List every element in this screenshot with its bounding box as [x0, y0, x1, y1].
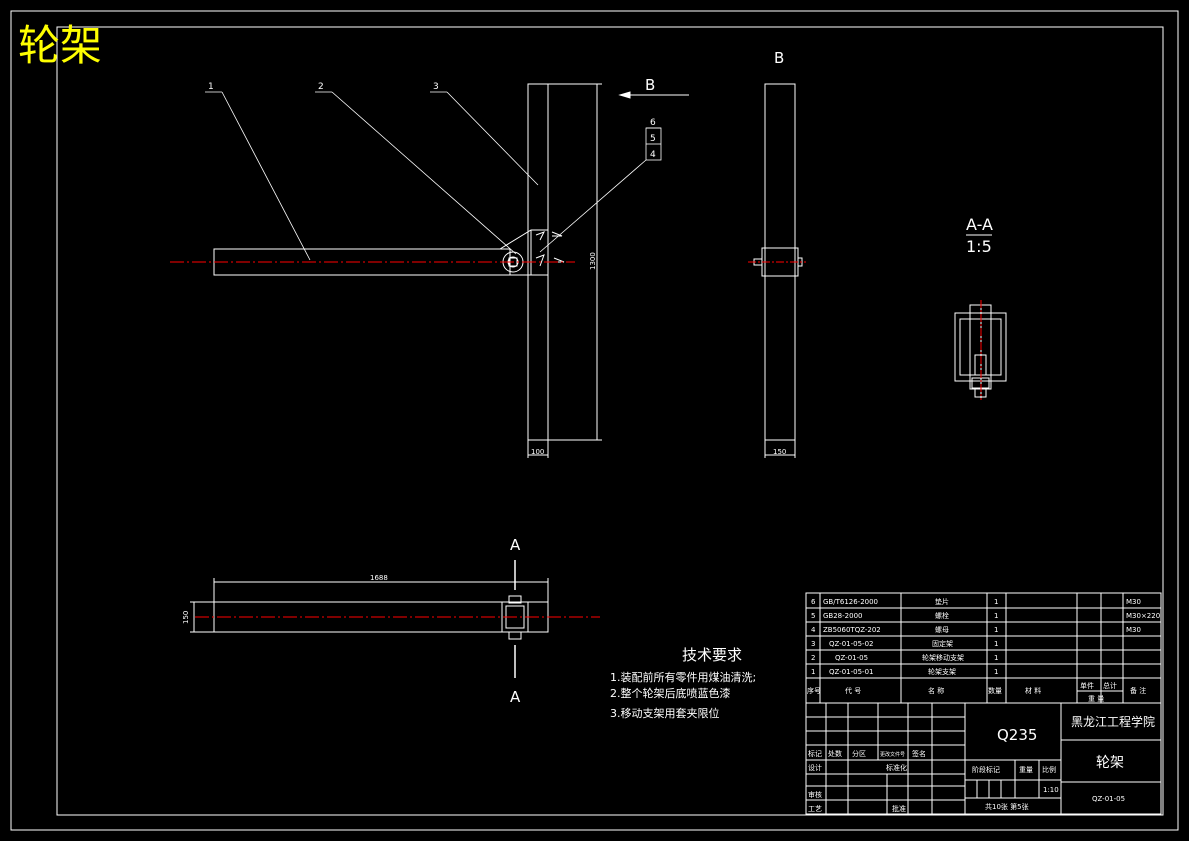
callout-6: 6 — [650, 118, 656, 128]
part-row-no: 5 — [811, 612, 815, 620]
title-drawing-name: 轮架 — [1096, 755, 1124, 771]
title-sheet-info: 共10张 第5张 — [985, 802, 1029, 811]
part-row-name: 固定架 — [932, 639, 953, 648]
part-row-no: 3 — [811, 640, 815, 648]
part-row-qty: 1 — [994, 626, 998, 634]
title-material: Q235 — [997, 726, 1037, 744]
section-mark-bottom: A — [510, 688, 521, 706]
label-zone: 分区 — [852, 749, 866, 758]
part-row-qty: 1 — [994, 654, 998, 662]
header-qty: 数量 — [988, 686, 1002, 695]
callout-5: 5 — [650, 134, 656, 144]
tech-item-2: 2.整个轮架后底喷蓝色漆 — [610, 686, 731, 700]
part-row-name: 轮架支架 — [928, 667, 956, 676]
dim-side-width: 150 — [773, 448, 786, 456]
label-standardize: 标准化 — [886, 763, 907, 772]
part-row-note: M30 — [1126, 626, 1141, 634]
side-view — [753, 83, 803, 458]
view-b-label: B — [774, 49, 784, 67]
label-ratio: 比例 — [1042, 765, 1056, 774]
label-change-doc: 更改文件号 — [880, 751, 905, 758]
label-signature: 签名 — [912, 749, 926, 758]
tech-item-1: 1.装配前所有零件用煤油清洗; — [610, 670, 756, 684]
inner-border — [56, 26, 1164, 816]
part-row-no: 2 — [811, 654, 815, 662]
part-row-code: GB/T6126-2000 — [823, 598, 878, 606]
title-scale: 1:10 — [1043, 786, 1059, 794]
view-arrow-b — [618, 91, 689, 99]
part-row-no: 4 — [811, 626, 816, 634]
label-design: 设计 — [808, 763, 822, 772]
header-no: 序号 — [807, 686, 821, 695]
header-note: 备 注 — [1130, 686, 1146, 695]
callout-3: 3 — [433, 82, 439, 92]
part-row-code: QZ-01-05 — [835, 654, 868, 662]
parts-list-grid — [805, 592, 1162, 704]
dim-front-height: 1300 — [589, 252, 597, 270]
label-approve: 批准 — [892, 804, 906, 813]
part-row-name: 螺母 — [935, 625, 949, 634]
part-row-qty: 1 — [994, 598, 998, 606]
header-total: 总计 — [1103, 681, 1117, 690]
dim-top-length: 1688 — [370, 574, 388, 582]
label-mark: 标记 — [808, 749, 822, 758]
section-scale: 1:5 — [966, 237, 992, 256]
parts-list-header: 序号 代 号 名 称 数量 材 料 单件 总计 重 量 备 注 — [807, 681, 1146, 703]
tech-item-3: 3.移动支架用套夹限位 — [610, 706, 720, 720]
section-mark-top: A — [510, 536, 521, 554]
part-row-name: 垫片 — [935, 597, 949, 606]
title-drawing-number: QZ-01-05 — [1092, 795, 1125, 803]
arrow-b-label: B — [645, 76, 655, 94]
callout-1: 1 — [208, 82, 214, 92]
title-school: 黑龙江工程学院 — [1071, 714, 1155, 729]
callout-leaders — [205, 91, 662, 261]
part-row-code: ZB5060TQZ-202 — [823, 626, 881, 634]
part-row-note: M30×220 — [1126, 612, 1160, 620]
drawing-title: 轮架 — [18, 21, 102, 70]
label-weight: 重量 — [1019, 766, 1033, 774]
front-view — [213, 83, 602, 458]
part-row-code: GB28-2000 — [823, 612, 862, 620]
header-name: 名 称 — [928, 686, 944, 695]
part-row-no: 6 — [811, 598, 816, 606]
header-code: 代 号 — [845, 686, 861, 695]
part-row-code: QZ-01-05-02 — [829, 640, 873, 648]
part-row-qty: 1 — [994, 668, 998, 676]
label-count: 处数 — [828, 749, 842, 758]
header-unit: 单件 — [1080, 681, 1094, 690]
top-view — [190, 578, 549, 640]
header-weight: 重 量 — [1088, 695, 1104, 703]
callout-4: 4 — [650, 150, 656, 160]
parts-list-rows: 6 GB/T6126-2000 垫片 1 M30 5 GB28-2000 螺栓 … — [811, 597, 1160, 676]
label-process: 工艺 — [808, 805, 822, 813]
part-row-code: QZ-01-05-01 — [829, 668, 873, 676]
outer-border — [10, 10, 1179, 831]
part-row-no: 1 — [811, 668, 815, 676]
callout-2: 2 — [318, 82, 324, 92]
title-block-grid — [805, 702, 1162, 815]
part-row-note: M30 — [1126, 598, 1141, 606]
part-row-name: 螺栓 — [935, 611, 949, 620]
tech-heading: 技术要求 — [682, 646, 742, 664]
label-review: 审核 — [808, 790, 822, 799]
part-row-qty: 1 — [994, 612, 998, 620]
header-material: 材 料 — [1025, 686, 1041, 695]
label-stage-mark: 阶段标记 — [972, 765, 1000, 774]
part-row-name: 轮架移动支架 — [922, 653, 964, 662]
section-label: A-A — [966, 215, 993, 234]
part-row-qty: 1 — [994, 640, 998, 648]
dim-front-width: 100 — [531, 448, 544, 456]
dim-top-height: 150 — [182, 611, 190, 624]
